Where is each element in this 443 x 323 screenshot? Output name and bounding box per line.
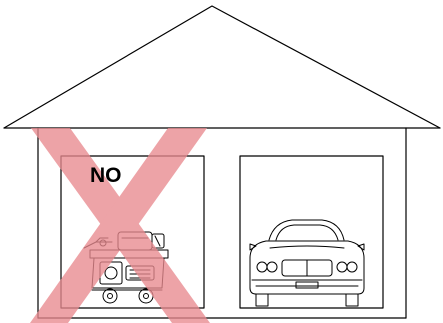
garage-roof bbox=[4, 6, 440, 128]
right-garage-door bbox=[240, 156, 383, 308]
car-icon bbox=[250, 220, 364, 306]
no-label: NO bbox=[90, 164, 122, 187]
prohibition-x-mark bbox=[30, 128, 210, 323]
